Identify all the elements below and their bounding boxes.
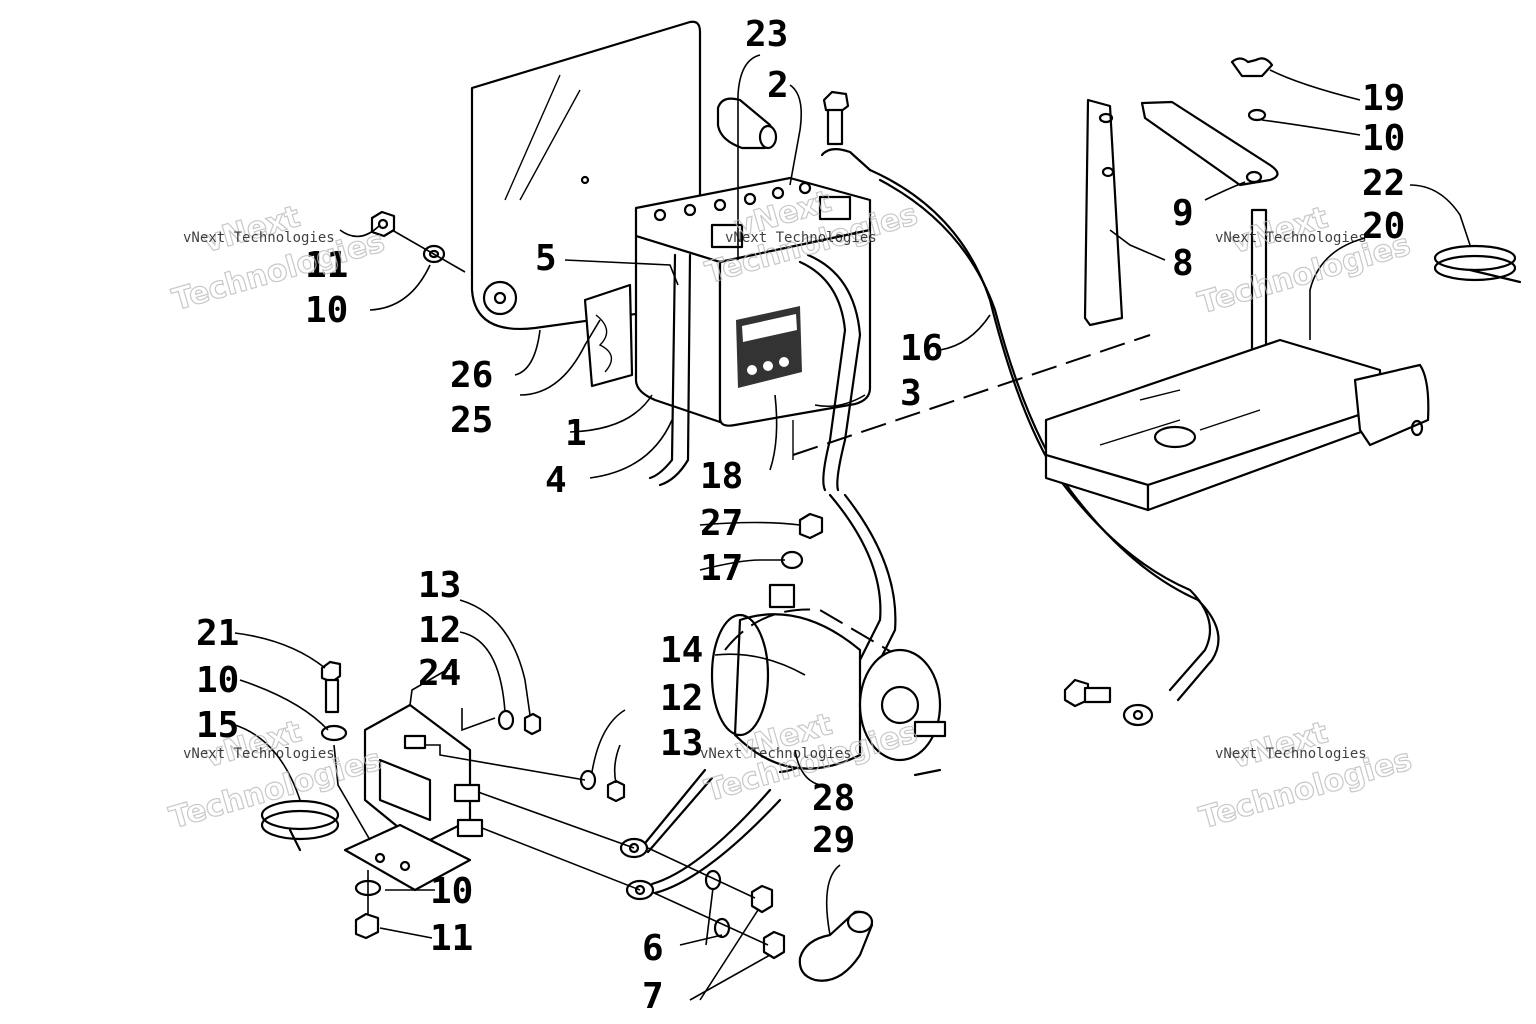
terminal-cap <box>716 97 778 150</box>
callout-6: 6 <box>642 928 664 969</box>
starter-nut <box>798 512 824 540</box>
callout-9: 9 <box>1172 193 1194 234</box>
callout-19: 19 <box>1362 78 1405 119</box>
callout-17: 17 <box>700 548 743 589</box>
nut-mid <box>606 779 626 803</box>
watermark-company: vNext Technologies <box>183 230 335 246</box>
callout-8: 8 <box>1172 243 1194 284</box>
watermark-top-left: Technologies vNext vNext Technologies <box>168 199 389 319</box>
callout-14: 14 <box>660 630 703 671</box>
leader-lines <box>234 54 1471 1001</box>
washer <box>1247 108 1267 122</box>
battery <box>634 176 872 427</box>
callout-16: 16 <box>900 328 943 369</box>
callout-numbers: 1 2 3 4 5 6 7 8 9 10 10 10 10 11 11 12 1… <box>196 14 1405 1017</box>
callout-15: 15 <box>196 705 239 746</box>
callout-10-tray: 10 <box>1362 118 1405 159</box>
solenoid-mount-axis <box>333 744 371 915</box>
cover-bolt-axis <box>391 229 466 273</box>
solenoid-bolt <box>320 660 342 714</box>
lug-axis-upper <box>477 791 635 849</box>
foam-pad <box>583 283 634 388</box>
cover-nut <box>370 210 396 238</box>
callout-10-solenoid-top: 10 <box>196 660 239 701</box>
alignment-line <box>792 334 1151 456</box>
nut-7a <box>750 884 774 914</box>
lower-bolt <box>1063 678 1112 708</box>
negative-cable <box>648 253 692 487</box>
callout-5: 5 <box>535 238 557 279</box>
positive-bolt <box>822 90 850 146</box>
starter-motor <box>710 583 947 777</box>
cable-lug-upper <box>619 768 714 859</box>
callout-7: 7 <box>642 976 664 1017</box>
svg-text:vNext Technologies: vNext Technologies <box>1215 746 1367 762</box>
callout-26: 26 <box>450 355 493 396</box>
solenoid <box>343 703 484 892</box>
callout-13-upper: 13 <box>418 565 461 606</box>
watermark-bottom-right: Technologies vNext vNext Technologies <box>1195 715 1416 837</box>
lug-axis-lower <box>481 827 641 891</box>
nut-upper <box>523 712 542 736</box>
cable-lug-lower <box>625 788 782 901</box>
callout-25: 25 <box>450 400 493 441</box>
callout-21: 21 <box>196 613 239 654</box>
solenoid-nut <box>354 912 380 940</box>
callout-1: 1 <box>565 413 587 454</box>
callout-11-solenoid: 11 <box>430 918 473 959</box>
callout-23: 23 <box>745 14 788 55</box>
callout-28: 28 <box>812 778 855 819</box>
svg-text:vNext Technologies: vNext Technologies <box>183 746 335 762</box>
hold-down-bracket <box>1083 98 1124 327</box>
callout-12-lower: 12 <box>660 678 703 719</box>
callout-10-solenoid-bottom: 10 <box>430 871 473 912</box>
callout-20: 20 <box>1362 206 1405 247</box>
callout-18: 18 <box>700 456 743 497</box>
svg-text:vNext Technologies: vNext Technologies <box>700 746 852 762</box>
callout-27: 27 <box>700 503 743 544</box>
watermark-bottom-center: Technologies vNext vNext Technologies <box>700 706 922 809</box>
callout-11-cover: 11 <box>305 245 348 286</box>
battery-tray <box>1044 338 1430 512</box>
cable-tie <box>1433 244 1522 284</box>
solenoid-cable-tie <box>260 799 340 852</box>
nut-7b <box>762 930 786 960</box>
callout-24: 24 <box>418 653 461 694</box>
terminal-boot <box>798 910 874 982</box>
callout-13-lower: 13 <box>660 723 703 764</box>
hold-down-strap <box>1140 100 1279 187</box>
callout-12-upper: 12 <box>418 610 461 651</box>
callout-22: 22 <box>1362 163 1405 204</box>
svg-text:vNext Technologies: vNext Technologies <box>1215 230 1367 246</box>
battery-warning-label <box>736 306 802 388</box>
wing-nut <box>1230 57 1274 78</box>
lock-washer-upper <box>497 709 515 731</box>
solenoid-terminal-axis-top <box>425 708 586 781</box>
callout-29: 29 <box>812 820 855 861</box>
callout-4: 4 <box>545 460 567 501</box>
callout-2: 2 <box>767 65 789 106</box>
callout-10-cover: 10 <box>305 290 348 331</box>
callout-3: 3 <box>900 373 922 414</box>
svg-text:vNext Technologies: vNext Technologies <box>725 230 877 246</box>
